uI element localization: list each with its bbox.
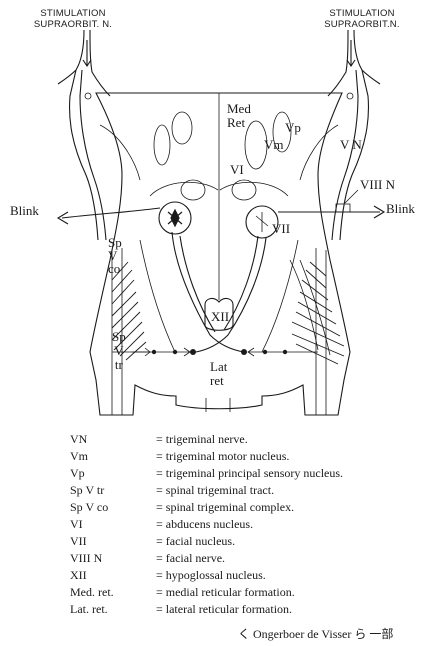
legend-abbr: VII (70, 534, 154, 548)
right-stimulation-title-text: STIMULATION SUPRAORBIT.N. (300, 8, 424, 30)
legend-definition: = spinal trigeminal complex. (156, 500, 294, 514)
right-vi-nucleus (232, 180, 256, 200)
legend-definition: = trigeminal motor nucleus. (156, 449, 289, 463)
right-blink-arrow (278, 204, 384, 218)
med-ret-label: Med Ret (227, 102, 251, 130)
viii-n-label: VIII N (360, 178, 395, 192)
blink-left-label: Blink (10, 204, 39, 218)
legend-abbr: VI (70, 517, 154, 531)
legend-abbr: Vp (70, 466, 154, 480)
left-interneuron-dot (190, 349, 196, 355)
left-upper-lobe (100, 125, 140, 180)
left-vp-nucleus (172, 112, 192, 144)
legend-abbr: VIII N (70, 551, 154, 565)
legend-definition: = facial nucleus. (156, 534, 235, 548)
legend-abbr: Sp V tr (70, 483, 154, 497)
left-stimulation-title-text: STIMULATION SUPRAORBIT. N. (8, 8, 138, 30)
legend-abbr: Sp V co (70, 500, 154, 514)
left-vm-nucleus (154, 125, 170, 165)
legend-abbr: Lat. ret. (70, 602, 154, 616)
legend-definition: = hypoglossal nucleus. (156, 568, 266, 582)
sp-v-tr-pointer (132, 348, 150, 356)
medulla-notch (206, 398, 230, 412)
legend-definition: = abducens nucleus. (156, 517, 253, 531)
vii-label: VII (272, 222, 290, 236)
lat-ret-label: Lat ret (210, 360, 227, 388)
sp-v-tr-label: Sp V tr (112, 330, 126, 372)
right-stimulation-title: STIMULATION SUPRAORBIT.N. (300, 8, 424, 30)
left-vii-neuron (168, 210, 182, 226)
legend-definition: = medial reticular formation. (156, 585, 295, 599)
blink-right-label: Blink (386, 202, 415, 216)
left-stimulation-title: STIMULATION SUPRAORBIT. N. (8, 8, 138, 30)
left-facial-loop (150, 182, 218, 196)
legend-definition: = spinal trigeminal tract. (156, 483, 274, 497)
legend-abbr: Vm (70, 449, 154, 463)
legend-definition: = lateral reticular formation. (156, 602, 292, 616)
vm-label: Vm (264, 138, 284, 152)
right-vii-neuron (256, 212, 268, 232)
legend-abbr: XII (70, 568, 154, 582)
right-upper-lobe (300, 125, 338, 180)
legend-definition: = trigeminal nerve. (156, 432, 248, 446)
legend-abbr: Med. ret. (70, 585, 154, 599)
vi-label: VI (230, 163, 244, 177)
citation: く Ongerboer de Visser ら 一部 (238, 627, 393, 641)
legend-abbr: VN (70, 432, 154, 446)
vp-label: Vp (285, 121, 301, 135)
left-blink-arrow (58, 208, 160, 224)
legend-definition: = facial nerve. (156, 551, 225, 565)
xii-label: XII (211, 310, 229, 324)
sp-v-co-label: Sp V co (108, 236, 122, 275)
legend-definition: = trigeminal principal sensory nucleus. (156, 466, 343, 480)
vn-label: V N (340, 138, 362, 152)
right-interneuron-dot (241, 349, 247, 355)
